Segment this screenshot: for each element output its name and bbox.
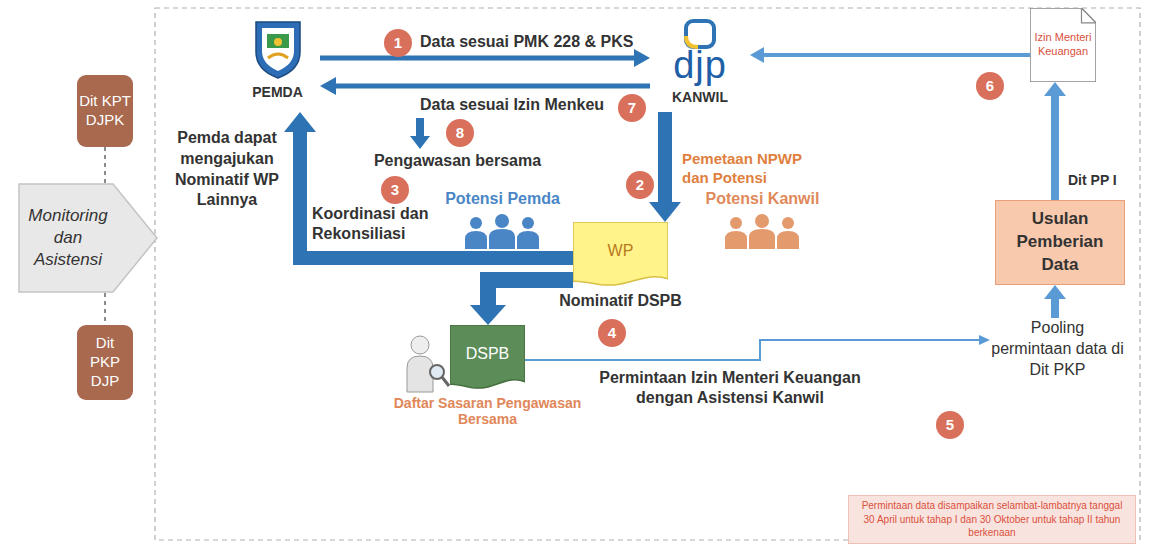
potential-group: Potensi Kanwil: [700, 190, 825, 250]
potential-group: Potensi Pemda: [440, 190, 565, 250]
note-text: Permintaan data disampaikan selambat-lam…: [855, 499, 1129, 540]
people-icon: [725, 214, 799, 249]
logo-node: djpKANWIL: [650, 18, 750, 112]
callout-number: 3: [381, 176, 409, 204]
logo-node: PEMDA: [235, 18, 320, 112]
arrow-shape: Monitoring dan Asistensi: [18, 183, 158, 293]
document-shape: Izin Menteri Keuangan: [1030, 8, 1096, 82]
org-box: Dit KPT DJPK: [77, 75, 133, 147]
org-name: PEMDA: [235, 84, 320, 100]
callout-number: 6: [976, 72, 1004, 100]
org-box: Dit PKP DJP: [77, 325, 133, 400]
connector: [320, 56, 634, 61]
connector: [336, 84, 650, 89]
connector: [1051, 96, 1059, 200]
connector: [525, 340, 979, 360]
edge-label: Dit PP I: [1068, 172, 1128, 190]
node-text: Pooling permintaan data di Dit PKP: [990, 318, 1125, 380]
document-text: WP: [608, 242, 634, 260]
note-box: Permintaan data disampaikan selambat-lam…: [848, 495, 1136, 544]
document-shape: WPNominatif DSPB: [573, 222, 668, 288]
group-label: Potensi Kanwil: [700, 190, 825, 208]
connector: [300, 132, 573, 258]
edge-label: Data sesuai PMK 228 & PKS: [420, 32, 655, 52]
group-label: Potensi Pemda: [440, 190, 565, 208]
pemda-logo: [256, 22, 300, 78]
org-name: Dit PKP DJP: [79, 334, 131, 390]
document-text: Izin Menteri Keuangan: [1033, 31, 1093, 59]
callout-number: 8: [446, 119, 474, 147]
note-label: Pengawasan bersama: [345, 152, 570, 170]
edge-label: Koordinasi dan Rekonsiliasi: [312, 204, 438, 244]
shape-outline: [1030, 8, 1096, 82]
process-box: Usulan Pemberian Data: [995, 200, 1125, 285]
shape-outline: [573, 222, 668, 285]
connector: [658, 112, 672, 202]
callout-number: 7: [618, 94, 646, 122]
note-label: Pemda dapat mengajukan Nominatif WP Lain…: [166, 128, 288, 211]
callout-number: 2: [626, 171, 654, 199]
document-shape: DSPBDaftar Sasaran Pengawasan Bersama: [450, 325, 525, 391]
djp-logo: [686, 21, 714, 47]
fold-line: [1081, 8, 1096, 23]
down-arrow: [410, 118, 430, 149]
people-icon: [465, 214, 539, 249]
edge-label: Pemetaan NPWP dan Potensi: [682, 150, 822, 188]
arrow-text-wrap: Monitoring dan Asistensi: [18, 183, 118, 293]
connector: [764, 53, 1030, 57]
connector: [104, 293, 106, 325]
callout-number: 4: [598, 319, 626, 347]
document-heading: Daftar Sasaran Pengawasan Bersama: [393, 395, 583, 427]
text-node: Pooling permintaan data di Dit PKP: [990, 318, 1125, 388]
callout-number: 5: [936, 411, 964, 439]
callout-number: 1: [384, 29, 412, 57]
shape-outline: [19, 184, 157, 292]
document-heading: Nominatif DSPB: [541, 292, 701, 310]
edge-label: Permintaan Izin Menteri Keuangan dengan …: [590, 368, 870, 408]
shape-outline: [18, 183, 158, 293]
logo-text: djp: [650, 46, 750, 84]
frame: [155, 8, 1140, 540]
connector: [1051, 299, 1059, 318]
box-text: Usulan Pemberian Data: [1002, 208, 1118, 277]
arrow-text: Monitoring dan Asistensi: [18, 205, 118, 271]
edge-label: Data sesuai Izin Menkeu: [420, 95, 620, 115]
document-text: DSPB: [466, 345, 510, 363]
org-name: Dit KPT DJPK: [79, 92, 131, 130]
org-name: KANWIL: [650, 90, 750, 104]
inspector-figure: [407, 336, 449, 392]
connector: [104, 147, 106, 183]
shape-outline: [450, 325, 525, 388]
